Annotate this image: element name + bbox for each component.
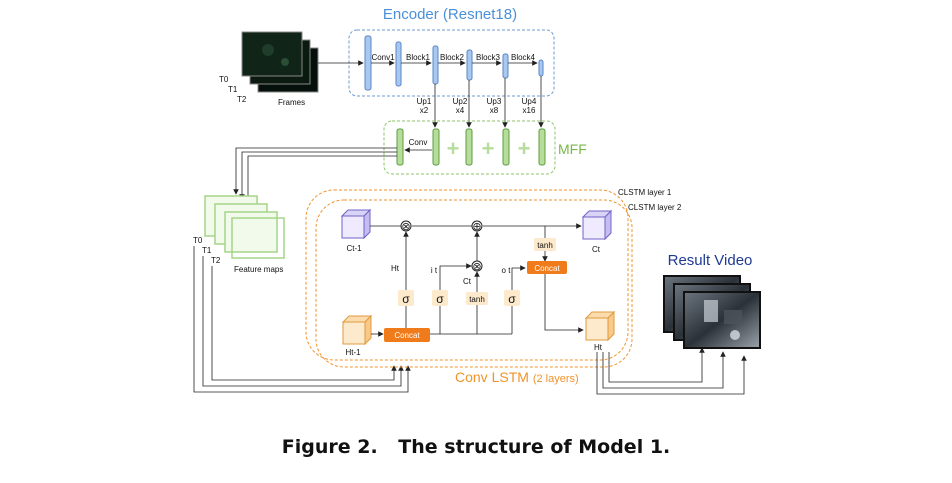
clstm-layer1-box [305,189,629,361]
input-multiply-symbol: ⊗ [472,261,481,273]
frames-time-label: T2 [237,95,247,104]
frames-time-label: T1 [228,85,238,94]
mff-block-up3 [502,128,510,166]
concat-output-gate [527,261,567,274]
feature-maps-stack [204,195,285,259]
encoder-layer-label: Conv1 [371,53,395,62]
frames-time-label: T0 [219,75,229,84]
tanh-candidate-label: tanh [469,295,485,304]
upsample-name: Up4 [522,97,537,106]
tanh-candidate-box [466,292,488,305]
concat-output-label: Concat [534,264,560,273]
encoder-layer-label: Block1 [406,53,431,62]
feature-maps-time-label: T2 [211,256,221,265]
sigma-input-symbol: σ [436,292,444,306]
encoder-block-1 [432,45,439,85]
mff-title: MFF [558,141,587,157]
sigma-input-box [432,290,448,306]
feature-maps-time-label: T1 [202,246,212,255]
mff-box [383,120,556,175]
sigma-forget-symbol: σ [402,292,410,306]
tanh-output-label: tanh [537,241,553,250]
encoder-layer-label: Block2 [440,53,465,62]
feature-maps-time-label: T0 [193,236,203,245]
result-video-frames [663,275,761,349]
frames-stack [241,31,319,93]
sigma-output-symbol: σ [508,292,516,306]
concat-input-gate [384,328,430,342]
ot-label: o t [502,266,512,275]
clstm-layer2-label: CLSTM layer 2 [628,203,682,212]
mff-block-conv-out [396,128,404,166]
mff-block-up1 [432,128,440,166]
encoder-title: Encoder (Resnet18) [383,6,517,23]
mff-conv-label: Conv [409,138,428,147]
upsample-factor: x4 [456,106,465,115]
upsample-name: Up2 [453,97,468,106]
feature-maps-label: Feature maps [234,265,283,274]
ct-prev-cube [340,208,372,240]
cell-add-node [471,220,483,232]
forget-multiply-node [400,220,412,232]
it-label: i t [431,266,438,275]
ct-next-label: Ct [592,245,601,254]
clstm-layer1-label: CLSTM layer 1 [618,188,672,197]
sigma-forget-box [398,290,414,306]
figure-number: Figure 2. [281,436,378,458]
encoder-layer-label: Block3 [476,53,501,62]
cell-add-symbol: ⊕ [472,221,481,233]
ht-next-label: Ht [594,343,603,352]
upsample-factor: x8 [490,106,499,115]
ht-next-cube [584,310,616,342]
encoder-block-conv1 [395,41,402,87]
sigma-output-box [504,290,520,306]
encoder-block-3 [502,53,509,79]
upsample-factor: x16 [523,106,536,115]
mff-plus-symbol: + [482,136,495,161]
result-video-title: Result Video [668,252,753,269]
concat-input-label: Concat [394,331,420,340]
encoder-block-input [364,35,372,91]
clstm-title: Conv LSTM (2 layers) [455,369,579,385]
clstm-layer2-box [315,199,633,368]
encoder-block-2 [466,49,473,81]
encoder-block-4 [538,59,544,77]
figure-caption-text: The structure of Model 1. [398,436,671,458]
upsample-name: Up3 [487,97,502,106]
mff-block-up4 [538,128,546,166]
model-structure-diagram: Encoder (Resnet18) Conv1 Block1 Block2 B… [193,6,761,395]
mff-plus-symbol: + [518,136,531,161]
ct-next-cube [581,209,613,241]
upsample-factor: x2 [420,106,429,115]
figure-caption: Figure 2. The structure of Model 1. [0,436,952,458]
ct-prev-label: Ct-1 [346,244,362,253]
encoder-layer-label: Block4 [511,53,536,62]
mff-block-up2 [465,128,473,166]
frames-label: Frames [278,98,305,107]
tanh-output-box [534,238,556,251]
ht-prev-label: Ht-1 [345,348,361,357]
ht-inner-label: Ht [391,264,400,273]
mff-plus-symbol: + [447,136,460,161]
ht-prev-cube [341,314,373,346]
forget-multiply-symbol: ⊗ [401,221,410,233]
ct-inner-label: Ct [463,277,472,286]
upsample-name: Up1 [417,97,432,106]
